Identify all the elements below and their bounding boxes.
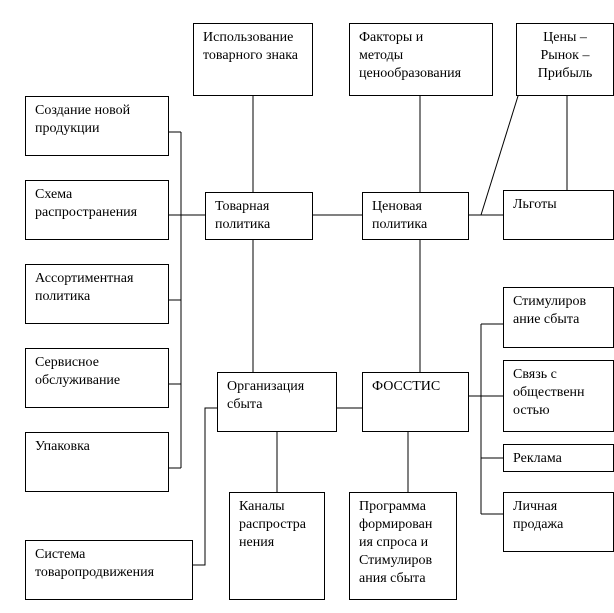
node-stimulirovanie-sbyta: Стимулиров ание сбыта [503,287,614,348]
node-fosstis: ФОССТИС [362,372,469,432]
node-faktory-i-metody: Факторы и методы ценообразования [349,23,493,96]
node-sozdanie-novoy-produktsii: Создание новой продукции [25,96,169,156]
node-sistema-tovaroprodvizheniya: Система товаропродвижения [25,540,193,600]
node-assortimentnaya-politika: Ассортиментная политика [25,264,169,324]
node-svyaz-s-obshchestvennostyu: Связь с общественн остью [503,360,614,432]
node-organizatsiya-sbyta: Организация сбыта [217,372,337,432]
line-tseny-tsenovaya [480,95,519,216]
node-lichnaya-prodazha: Личная продажа [503,492,614,552]
line-sistema-organizatsiya [193,407,217,566]
node-skhema-rasprostraneniya: Схема распространения [25,180,169,240]
node-kanaly-rasprostraneniya: Каналы распростра нения [229,492,325,600]
node-tseny-rynok-pribyl: Цены – Рынок – Прибыль [516,23,614,96]
node-tsenovaya-politika: Ценовая политика [362,192,469,240]
node-tovarnaya-politika: Товарная политика [205,192,313,240]
node-reklama: Реклама [503,444,614,472]
node-lgoty: Льготы [503,190,614,240]
node-upakovka: Упаковка [25,432,169,492]
node-ispolzovanie-tovarnogo-znaka: Использование товарного знака [193,23,313,96]
node-programma-formirovaniya-sprosa: Программа формирован ия спроса и Стимули… [349,492,457,600]
node-servisnoe-obsluzhivanie: Сервисное обслуживание [25,348,169,408]
